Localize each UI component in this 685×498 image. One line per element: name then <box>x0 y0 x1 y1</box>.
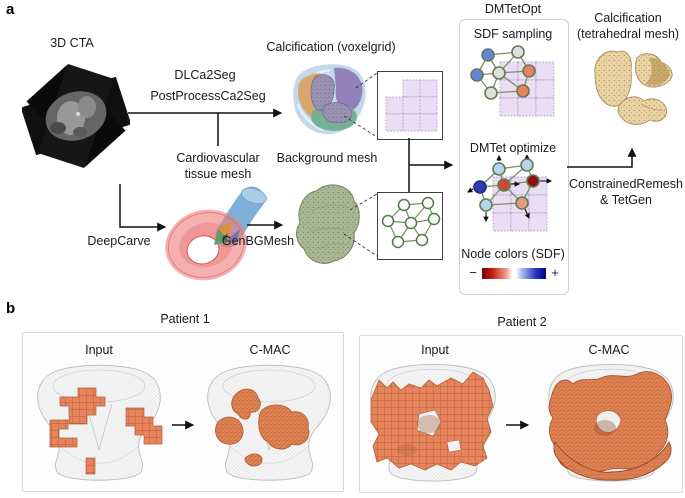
seg-step-label-1: DLCa2Seg <box>174 68 236 82</box>
calcification-voxelgrid-image <box>293 64 366 135</box>
patient2-input-image <box>370 363 496 482</box>
sdf-sampling-label: SDF sampling <box>473 27 553 41</box>
seg-step-label-2: PostProcessCa2Seg <box>150 89 266 103</box>
dmtet-optimize-image <box>467 155 553 232</box>
arrow-remesh-out <box>567 147 637 168</box>
patient1-result-label: C-MAC <box>249 343 291 357</box>
dmtet-optimize-label: DMTet optimize <box>469 141 557 155</box>
remesh-label: ConstrainedRemesh & TetGen <box>569 177 683 207</box>
cta-3d-image <box>22 63 130 169</box>
panel-a-letter: a <box>6 1 15 18</box>
cardio-mesh-label: Cardiovascular tissue mesh <box>176 151 260 181</box>
patient1-title: Patient 1 <box>160 312 210 326</box>
deepcarve-label: DeepCarve <box>87 234 151 248</box>
colorbar-minus-sign: − <box>469 265 477 280</box>
sdf-colorbar <box>482 268 546 279</box>
dmtetopt-title: DMTetOpt <box>484 2 542 16</box>
cta-title: 3D CTA <box>50 36 94 50</box>
patient1-input-image <box>37 364 163 481</box>
calcification-tet-mesh-image <box>594 50 673 125</box>
background-mesh-image <box>296 184 360 264</box>
patient1-input-label: Input <box>85 343 113 357</box>
patient2-input-label: Input <box>421 343 449 357</box>
genbgmesh-label: GenBGMesh <box>221 234 295 248</box>
background-mesh-title: Background mesh <box>276 151 378 165</box>
node-colors-title: Node colors (SDF) <box>461 247 565 261</box>
output-title: Calcification (tetrahedral mesh) <box>576 11 680 41</box>
sdf-sampling-image <box>470 45 555 117</box>
patient2-cmac-image <box>548 363 674 482</box>
colorbar-plus-sign: + <box>551 265 559 280</box>
voxelgrid-zoom-box <box>377 71 443 140</box>
panel-b-letter: b <box>6 300 16 317</box>
patient2-title: Patient 2 <box>497 315 547 329</box>
calc-voxelgrid-title: Calcification (voxelgrid) <box>266 40 396 54</box>
tissue-mesh-image <box>165 186 267 281</box>
patient1-cmac-image <box>207 364 331 481</box>
patient2-result-label: C-MAC <box>588 343 630 357</box>
graph-zoom-box <box>377 192 443 260</box>
